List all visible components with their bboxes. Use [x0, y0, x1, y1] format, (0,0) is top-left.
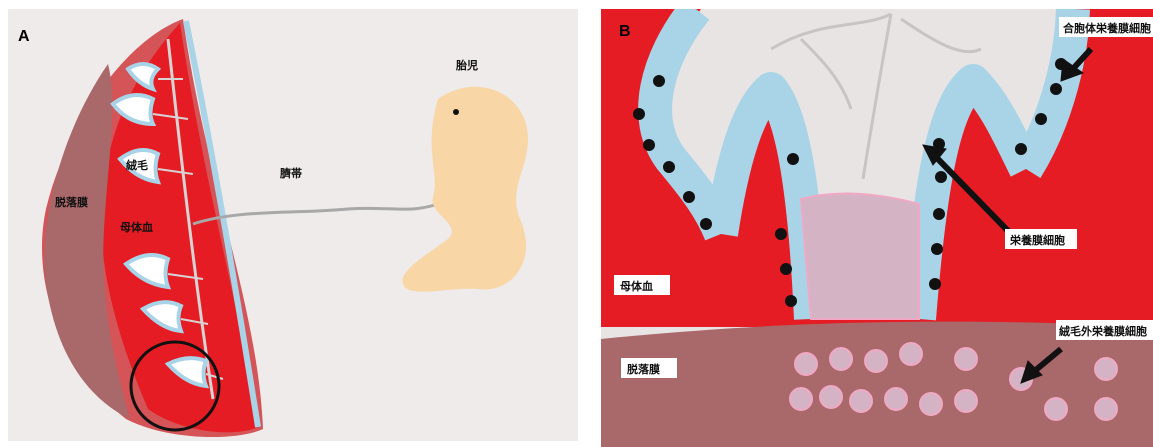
label-maternal-blood-b: 母体血 — [620, 279, 653, 293]
label-fetus: 胎児 — [455, 58, 478, 72]
label-extravillous-trophoblast: 絨毛外栄養膜細胞 — [1059, 324, 1147, 338]
panel-b-letter: B — [619, 23, 631, 40]
panel-a-diagram: A 胎児 臍帯 脱落膜 絨毛 母体血 — [8, 9, 578, 441]
panel-b-diagram: B 合胞体栄養膜細胞 栄養膜細胞 母体血 絨毛外栄養膜細胞 脱落膜 — [601, 9, 1153, 447]
label-villus: 絨毛 — [126, 158, 148, 172]
label-decidua: 脱落膜 — [55, 195, 88, 209]
panel-b: B 合胞体栄養膜細胞 栄養膜細胞 母体血 絨毛外栄養膜細胞 脱落膜 — [601, 9, 1153, 447]
cytotrophoblast-mass — [801, 194, 919, 319]
label-maternal-blood-a: 母体血 — [120, 220, 153, 234]
panel-a-letter: A — [18, 28, 30, 45]
label-syncytiotrophoblast: 合胞体栄養膜細胞 — [1063, 21, 1151, 35]
fetus — [402, 87, 528, 292]
label-cytotrophoblast: 栄養膜細胞 — [1009, 233, 1065, 247]
fetus-eye — [453, 109, 459, 115]
umbilical-cord — [193, 204, 438, 224]
decidua-area — [601, 322, 1153, 447]
label-decidua-b: 脱落膜 — [627, 362, 660, 376]
panel-a: A 胎児 臍帯 脱落膜 絨毛 母体血 — [8, 9, 578, 441]
label-umbilical-cord: 臍帯 — [280, 166, 302, 180]
